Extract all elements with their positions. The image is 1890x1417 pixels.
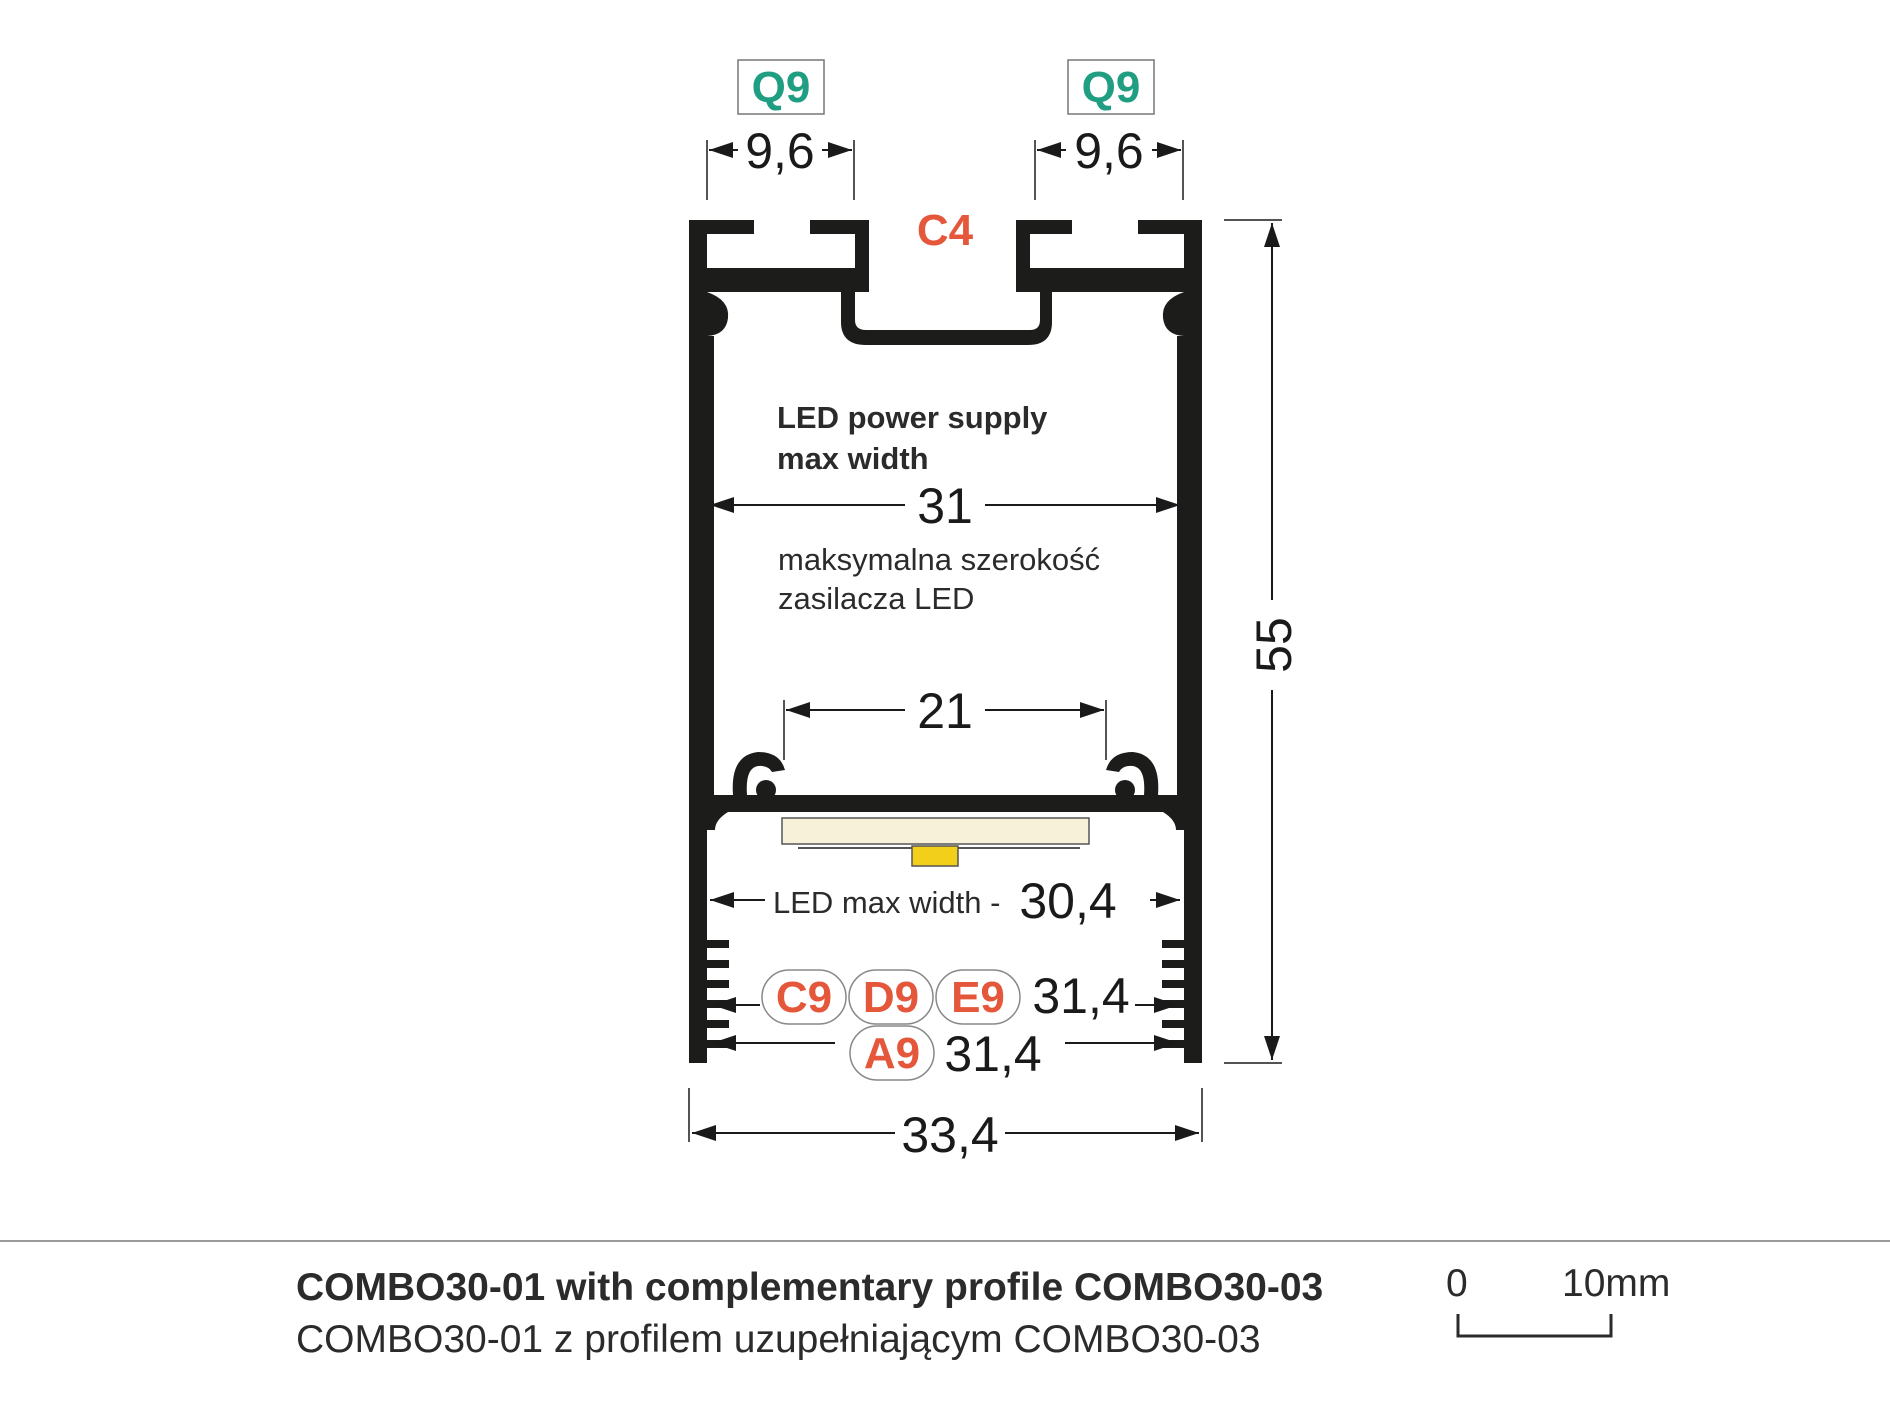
central-channel: [841, 280, 1052, 345]
right-rib-5: [1162, 1020, 1184, 1028]
right-mount-clip: [1106, 752, 1159, 795]
scale-end-label: 10mm: [1562, 1262, 1671, 1305]
top-right-lip: [1138, 220, 1202, 234]
a9-label: A9: [864, 1029, 920, 1078]
top-left-lip: [689, 220, 754, 234]
right-lower-corner: [1163, 812, 1184, 830]
dimension-lines: [692, 142, 1280, 1141]
c9-label: C9: [776, 973, 832, 1022]
q9-left-box: [737, 59, 825, 115]
right-inner-wall: [1177, 336, 1184, 806]
d9-oval: [848, 969, 934, 1025]
footer-divider: [0, 1240, 1890, 1242]
mounting-plate: [707, 795, 1184, 812]
e9-label: E9: [951, 973, 1005, 1022]
dim-mount-width: 21: [917, 683, 973, 739]
left-clip-ball: [756, 780, 776, 800]
right-rib-2: [1162, 960, 1184, 968]
left-rib-3: [707, 980, 729, 988]
led-strip: [781, 817, 1090, 867]
top-left-slot-wall: [855, 220, 869, 292]
led-chip: [911, 845, 959, 867]
note-power-supply-en-1: LED power supply: [777, 400, 1048, 435]
extension-lines: [688, 140, 1282, 1142]
right-rib-1: [1162, 940, 1184, 948]
right-inner-hook: [1162, 292, 1184, 336]
left-mount-clip: [732, 752, 785, 795]
dim-diffuser-bottom: 31,4: [944, 1026, 1041, 1082]
c9-oval: [761, 969, 847, 1025]
diffuser-codes: C9 D9 E9 A9: [761, 969, 1021, 1081]
note-power-supply-pl-2: zasilacza LED: [778, 581, 974, 616]
dim-left-slot: 9,6: [745, 123, 815, 179]
note-power-supply-pl-1: maksymalna szerokość: [778, 542, 1100, 577]
top-right-slot-wall: [1016, 220, 1030, 292]
caption-title-en: COMBO30-01 with complementary profile CO…: [296, 1266, 1324, 1309]
top-left-slot-floor: [689, 268, 869, 292]
q9-left-label: Q9: [752, 63, 811, 112]
profile-cross-section: [689, 220, 1202, 1063]
left-lower-corner: [707, 812, 728, 830]
left-rib-5: [707, 1020, 729, 1028]
q9-right-box: [1067, 59, 1155, 115]
scale-start-label: 0: [1446, 1262, 1468, 1305]
dim-diffuser-top: 31,4: [1032, 968, 1129, 1024]
left-rib-1: [707, 940, 729, 948]
right-clip-ball: [1115, 780, 1135, 800]
a9-oval: [849, 1025, 935, 1081]
scale-bar: [1456, 1314, 1613, 1338]
caption-title-pl: COMBO30-01 z profilem uzupełniającym COM…: [296, 1318, 1261, 1361]
top-left-inner-lip: [810, 220, 866, 234]
profile-drawing: Q9 Q9 C4 9,6 9,6 31 21 30,4 31,4 31,4 33…: [688, 59, 1302, 1163]
left-inner-wall: [707, 336, 714, 806]
dim-height: 55: [1246, 617, 1302, 673]
right-rib-3: [1162, 980, 1184, 988]
dim-right-slot: 9,6: [1074, 123, 1144, 179]
q9-right-label: Q9: [1082, 63, 1141, 112]
dim-led-width: 30,4: [1019, 873, 1116, 929]
left-rib-2: [707, 960, 729, 968]
note-led-max-width: LED max width -: [773, 885, 1000, 920]
dim-inner-width: 31: [917, 478, 973, 534]
led-strip-body: [781, 817, 1090, 845]
left-outer-wall: [689, 220, 707, 1063]
right-outer-wall: [1184, 220, 1202, 1063]
d9-label: D9: [863, 973, 919, 1022]
c4-label: C4: [917, 206, 974, 255]
e9-oval: [935, 969, 1021, 1025]
note-power-supply-en-2: max width: [777, 441, 929, 476]
caption: COMBO30-01 with complementary profile CO…: [296, 1262, 1323, 1366]
left-inner-hook: [707, 292, 729, 336]
dim-total-width: 33,4: [901, 1107, 998, 1163]
